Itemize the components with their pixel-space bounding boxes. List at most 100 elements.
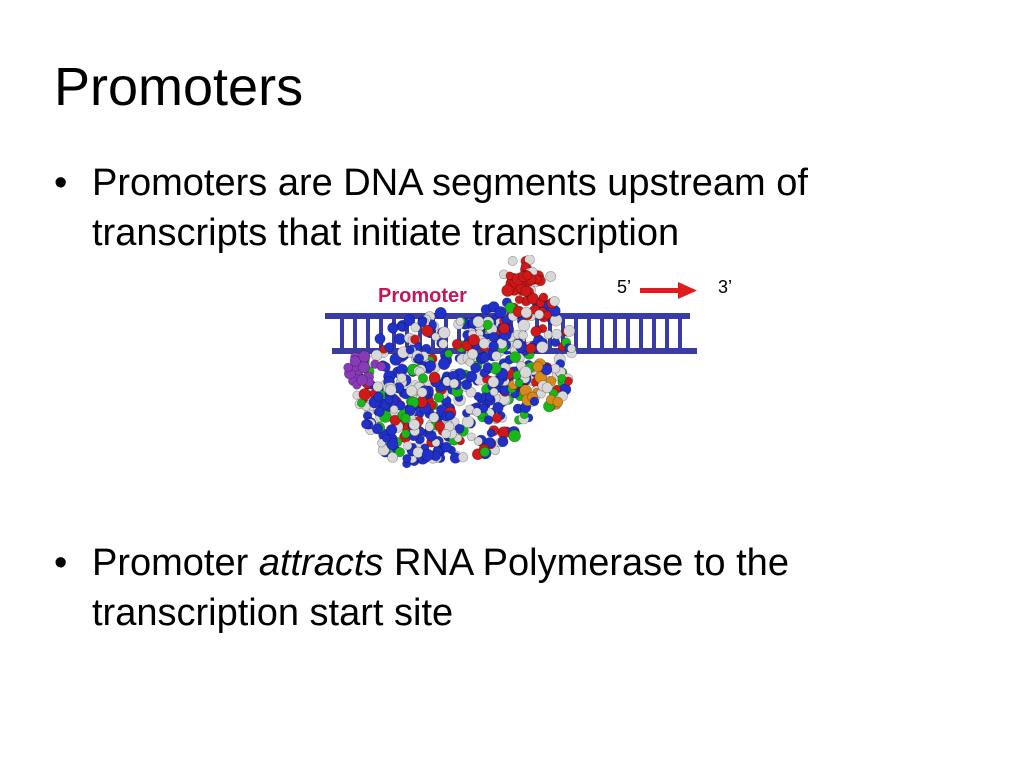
atom <box>441 428 451 439</box>
atom <box>382 433 391 443</box>
atom <box>421 325 434 338</box>
atom <box>497 436 509 448</box>
atom <box>402 454 412 464</box>
atom <box>509 351 521 363</box>
dna-base-pair <box>340 319 344 348</box>
atom <box>384 395 394 405</box>
atom <box>387 322 399 334</box>
atom <box>492 402 504 414</box>
atom <box>410 322 421 333</box>
atom <box>467 432 476 442</box>
atom <box>410 334 420 345</box>
atom <box>376 361 387 372</box>
atom <box>520 306 533 319</box>
atom <box>486 428 496 438</box>
atom <box>545 271 557 282</box>
atom <box>408 419 421 431</box>
bullet-text-emphasis: attracts <box>258 542 384 584</box>
atom <box>428 371 441 384</box>
dna-base-pair <box>665 319 669 348</box>
atom <box>437 357 451 370</box>
atom <box>417 317 427 328</box>
atom <box>396 373 407 383</box>
promoter-polymerase-figure: Promoter 5’ 3’ <box>320 255 740 500</box>
atom <box>482 362 493 372</box>
atom <box>472 407 482 417</box>
bullet-promoter-function: • Promoter attracts RNA Polymerase to th… <box>54 538 954 638</box>
atom <box>389 405 399 414</box>
dna-base-pair <box>574 319 578 348</box>
atom <box>441 441 452 453</box>
atom <box>424 360 437 372</box>
dna-base-pair <box>613 319 617 348</box>
atom <box>491 350 502 361</box>
atom <box>356 374 368 386</box>
atom <box>557 374 567 383</box>
atom <box>536 341 549 354</box>
atom <box>358 388 371 401</box>
dna-base-pair <box>379 319 383 348</box>
atom <box>404 405 416 417</box>
atom <box>492 413 503 424</box>
dna-base-pair <box>392 319 396 348</box>
atom <box>386 437 399 451</box>
atom <box>465 387 477 398</box>
atom <box>552 396 564 408</box>
atom <box>519 366 532 379</box>
atom <box>488 340 499 352</box>
atom <box>389 353 403 366</box>
dna-diagram <box>325 255 697 469</box>
atom <box>405 385 418 397</box>
atom <box>387 451 398 463</box>
atom <box>512 339 523 350</box>
atom <box>483 415 494 425</box>
atom <box>532 361 544 373</box>
atom <box>549 296 560 307</box>
atom <box>428 412 440 423</box>
atom <box>449 378 460 389</box>
atom <box>458 452 469 463</box>
atom <box>465 370 478 383</box>
atom <box>518 330 528 340</box>
atom <box>541 382 553 394</box>
atom <box>385 384 397 396</box>
dna-base-pair <box>600 319 604 348</box>
atom <box>424 422 435 432</box>
bullet-text: Promoters are DNA segments upstream of t… <box>54 158 954 258</box>
atom <box>451 338 463 350</box>
bullet-text-pre: Promoter <box>92 542 259 584</box>
atom <box>470 362 481 374</box>
atom <box>434 306 447 319</box>
atom <box>543 310 552 320</box>
atom <box>525 343 537 354</box>
atom <box>479 446 491 458</box>
atom <box>374 333 386 345</box>
dna-base-pair <box>639 319 643 348</box>
atom <box>433 392 445 403</box>
atom <box>444 349 453 359</box>
atom <box>394 447 405 458</box>
atom <box>374 406 385 417</box>
atom <box>418 373 429 384</box>
atom <box>385 424 398 436</box>
atom <box>431 332 440 342</box>
atom <box>400 429 411 439</box>
rna-polymerase-molecule <box>343 255 577 469</box>
atom <box>373 391 384 402</box>
atom <box>524 255 535 265</box>
atom <box>454 423 465 434</box>
atom <box>530 326 542 338</box>
dna-base-pair <box>405 319 409 348</box>
atom <box>563 325 576 337</box>
atom <box>514 295 524 304</box>
atom <box>478 337 490 350</box>
atom <box>522 270 533 281</box>
atom <box>489 387 499 397</box>
atom <box>421 448 434 462</box>
atom <box>507 256 518 266</box>
atom <box>567 344 576 353</box>
atom <box>361 419 371 429</box>
atom <box>384 342 395 353</box>
atom <box>403 441 413 451</box>
bullet-text-main: Promoters are DNA segments upstream of t… <box>92 162 808 254</box>
